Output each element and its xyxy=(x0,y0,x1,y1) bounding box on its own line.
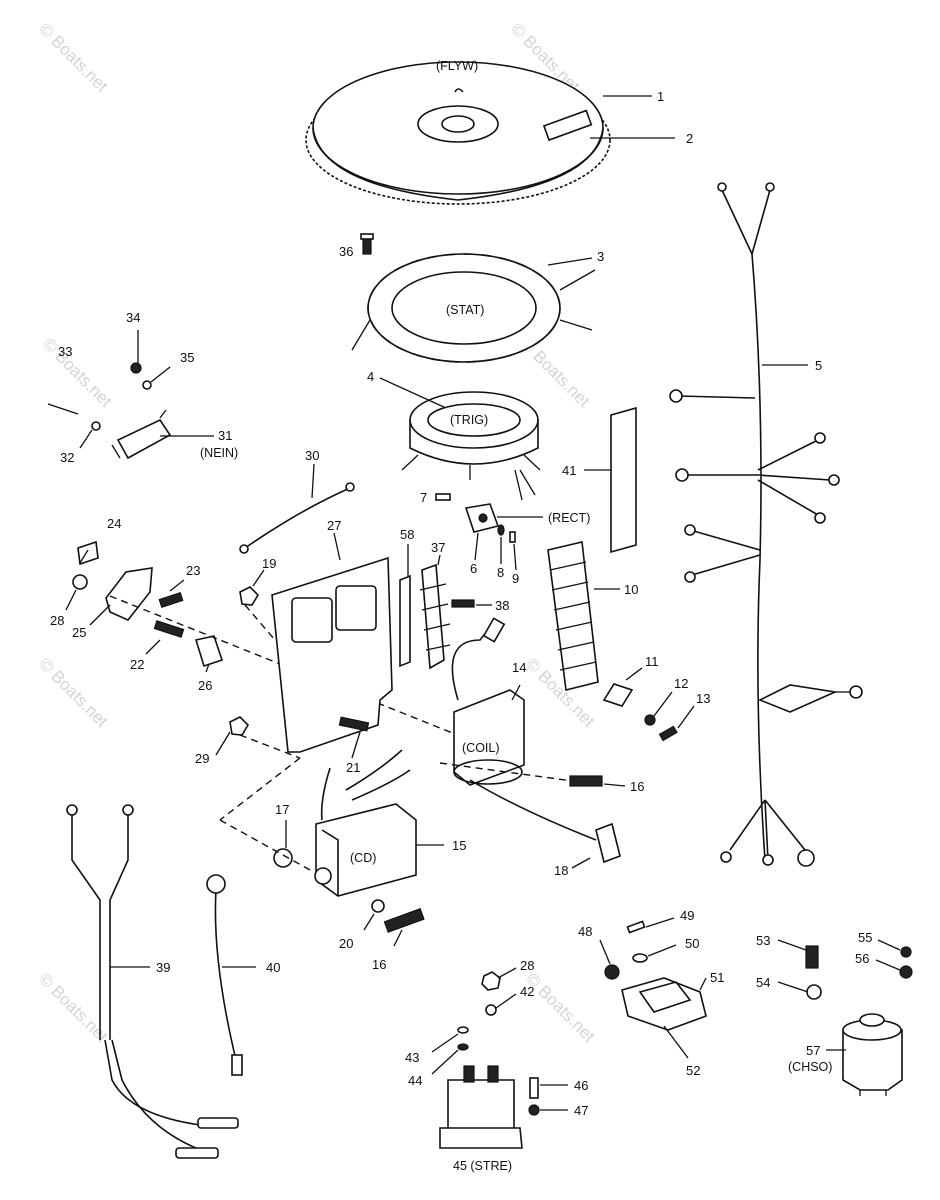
label-nein: (NEIN) xyxy=(200,446,238,460)
callout-9: 9 xyxy=(512,571,519,586)
screw xyxy=(360,233,374,255)
watermark: © Boats.net xyxy=(39,334,116,411)
callout-57: 57 xyxy=(806,1043,820,1058)
callout-3: 3 xyxy=(597,249,604,264)
callout-53: 53 xyxy=(756,933,770,948)
callout-11: 11 xyxy=(645,654,659,669)
callout-46: 46 xyxy=(574,1078,588,1093)
callout-23: 23 xyxy=(186,563,200,578)
label-flyw: (FLYW) xyxy=(436,59,478,73)
starter-solenoid xyxy=(439,971,540,1149)
rectifier xyxy=(435,493,516,543)
label-stat: (STAT) xyxy=(446,303,484,317)
neutral-interlock-switch xyxy=(47,362,172,460)
callout-5: 5 xyxy=(815,358,822,373)
callout-56: 56 xyxy=(855,951,869,966)
callout-7: 7 xyxy=(420,490,427,505)
trigger xyxy=(401,391,541,501)
screw xyxy=(569,775,603,787)
callout-39: 39 xyxy=(156,960,170,975)
callout-44: 44 xyxy=(408,1073,422,1088)
watermark: © Boats.net xyxy=(522,969,599,1046)
callout-2: 2 xyxy=(686,131,693,146)
label-stre: 45 (STRE) xyxy=(453,1159,512,1173)
choke-solenoid xyxy=(805,945,913,1096)
callout-8: 8 xyxy=(497,565,504,580)
callout-27: 27 xyxy=(327,518,341,533)
callout-10: 10 xyxy=(624,582,638,597)
callout-50: 50 xyxy=(685,936,699,951)
terminal-block xyxy=(399,563,475,670)
callout-34: 34 xyxy=(126,310,140,325)
callout-4: 4 xyxy=(367,369,374,384)
callout-41: 41 xyxy=(562,463,576,478)
callout-31: 31 xyxy=(218,428,232,443)
callout-18: 18 xyxy=(554,863,568,878)
callout-28: 28 xyxy=(520,958,534,973)
callout-42: 42 xyxy=(520,984,534,999)
callout-29: 29 xyxy=(195,751,209,766)
watermark: © Boats.net xyxy=(35,654,112,731)
mounting-plate xyxy=(229,556,393,753)
callout-35: 35 xyxy=(180,350,194,365)
callout-6: 6 xyxy=(470,561,477,576)
wire xyxy=(239,482,355,554)
callout-17: 17 xyxy=(275,802,289,817)
callout-16: 16 xyxy=(630,779,644,794)
label-trig: (TRIG) xyxy=(450,413,488,427)
callout-52: 52 xyxy=(686,1063,700,1078)
callout-51: 51 xyxy=(710,970,724,985)
flywheel xyxy=(305,61,611,205)
callout-22: 22 xyxy=(130,657,144,672)
callout-26: 26 xyxy=(198,678,212,693)
callout-33: 33 xyxy=(58,344,72,359)
regulator xyxy=(604,920,707,1031)
label-cd: (CD) xyxy=(350,851,376,865)
terminal-strip xyxy=(547,541,599,691)
callout-32: 32 xyxy=(60,450,74,465)
callout-28: 28 xyxy=(50,613,64,628)
watermark: © Boats.net xyxy=(35,19,112,96)
callout-54: 54 xyxy=(756,975,770,990)
callout-1: 1 xyxy=(657,89,664,104)
callout-16: 16 xyxy=(372,957,386,972)
callout-36: 36 xyxy=(339,244,353,259)
callout-13: 13 xyxy=(696,691,710,706)
callout-58: 58 xyxy=(400,527,414,542)
stator xyxy=(351,253,596,363)
ignition-coil xyxy=(451,617,621,864)
callout-19: 19 xyxy=(262,556,276,571)
callout-55: 55 xyxy=(858,930,872,945)
callout-15: 15 xyxy=(452,838,466,853)
callout-40: 40 xyxy=(266,960,280,975)
callout-47: 47 xyxy=(574,1103,588,1118)
cd-module xyxy=(273,749,417,897)
callout-25: 25 xyxy=(72,625,86,640)
callout-48: 48 xyxy=(578,924,592,939)
callout-37: 37 xyxy=(431,540,445,555)
callout-labels: (FLYW) 1 2 36 3 (STAT) 34 35 33 32 31 (N… xyxy=(50,59,872,1173)
callout-38: 38 xyxy=(495,598,509,613)
wire-harness xyxy=(669,182,863,867)
callout-43: 43 xyxy=(405,1050,419,1065)
callout-24: 24 xyxy=(107,516,121,531)
callout-14: 14 xyxy=(512,660,526,675)
callout-20: 20 xyxy=(339,936,353,951)
bracket-assembly xyxy=(72,540,224,668)
label-chso: (CHSO) xyxy=(788,1060,832,1074)
callout-30: 30 xyxy=(305,448,319,463)
label-rect: (RECT) xyxy=(548,511,590,525)
callout-49: 49 xyxy=(680,908,694,923)
tape xyxy=(610,406,637,554)
callout-12: 12 xyxy=(674,676,688,691)
battery-cables xyxy=(66,804,243,1159)
callout-21: 21 xyxy=(346,760,360,775)
small-parts xyxy=(602,683,678,742)
label-coil: (COIL) xyxy=(462,741,500,755)
